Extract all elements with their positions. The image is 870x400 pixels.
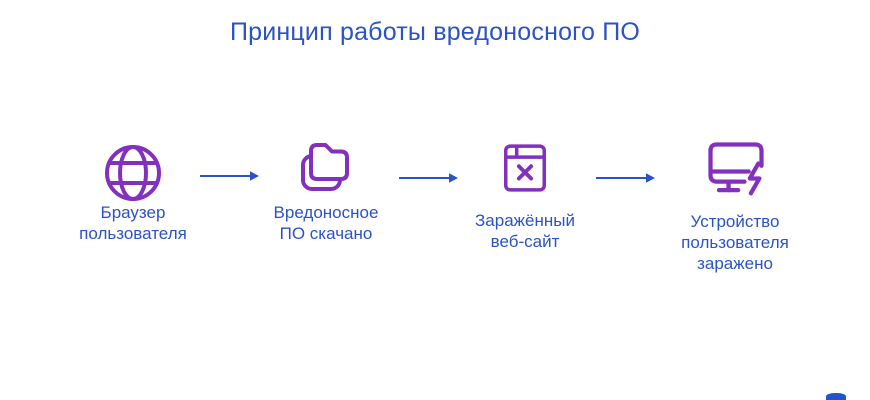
arrow-right-icon (595, 171, 657, 185)
step-label-infected-site: Заражённый веб-сайт (475, 211, 575, 251)
arrow-right-icon (199, 169, 261, 183)
step-label-browser: Браузер пользователя (79, 203, 187, 243)
folders-icon (293, 134, 357, 200)
step-label-infected-device: Устройство пользователя заражено (681, 212, 789, 273)
infected-device-icon (702, 136, 770, 206)
arrow-right-icon (398, 171, 460, 185)
step-label-malware-downloaded: Вредоносное ПО скачано (273, 203, 379, 243)
infected-site-icon (497, 139, 553, 197)
slide-title: Принцип работы вредоносного ПО (229, 18, 641, 46)
partial-logo (826, 393, 846, 400)
globe-icon (101, 141, 165, 205)
